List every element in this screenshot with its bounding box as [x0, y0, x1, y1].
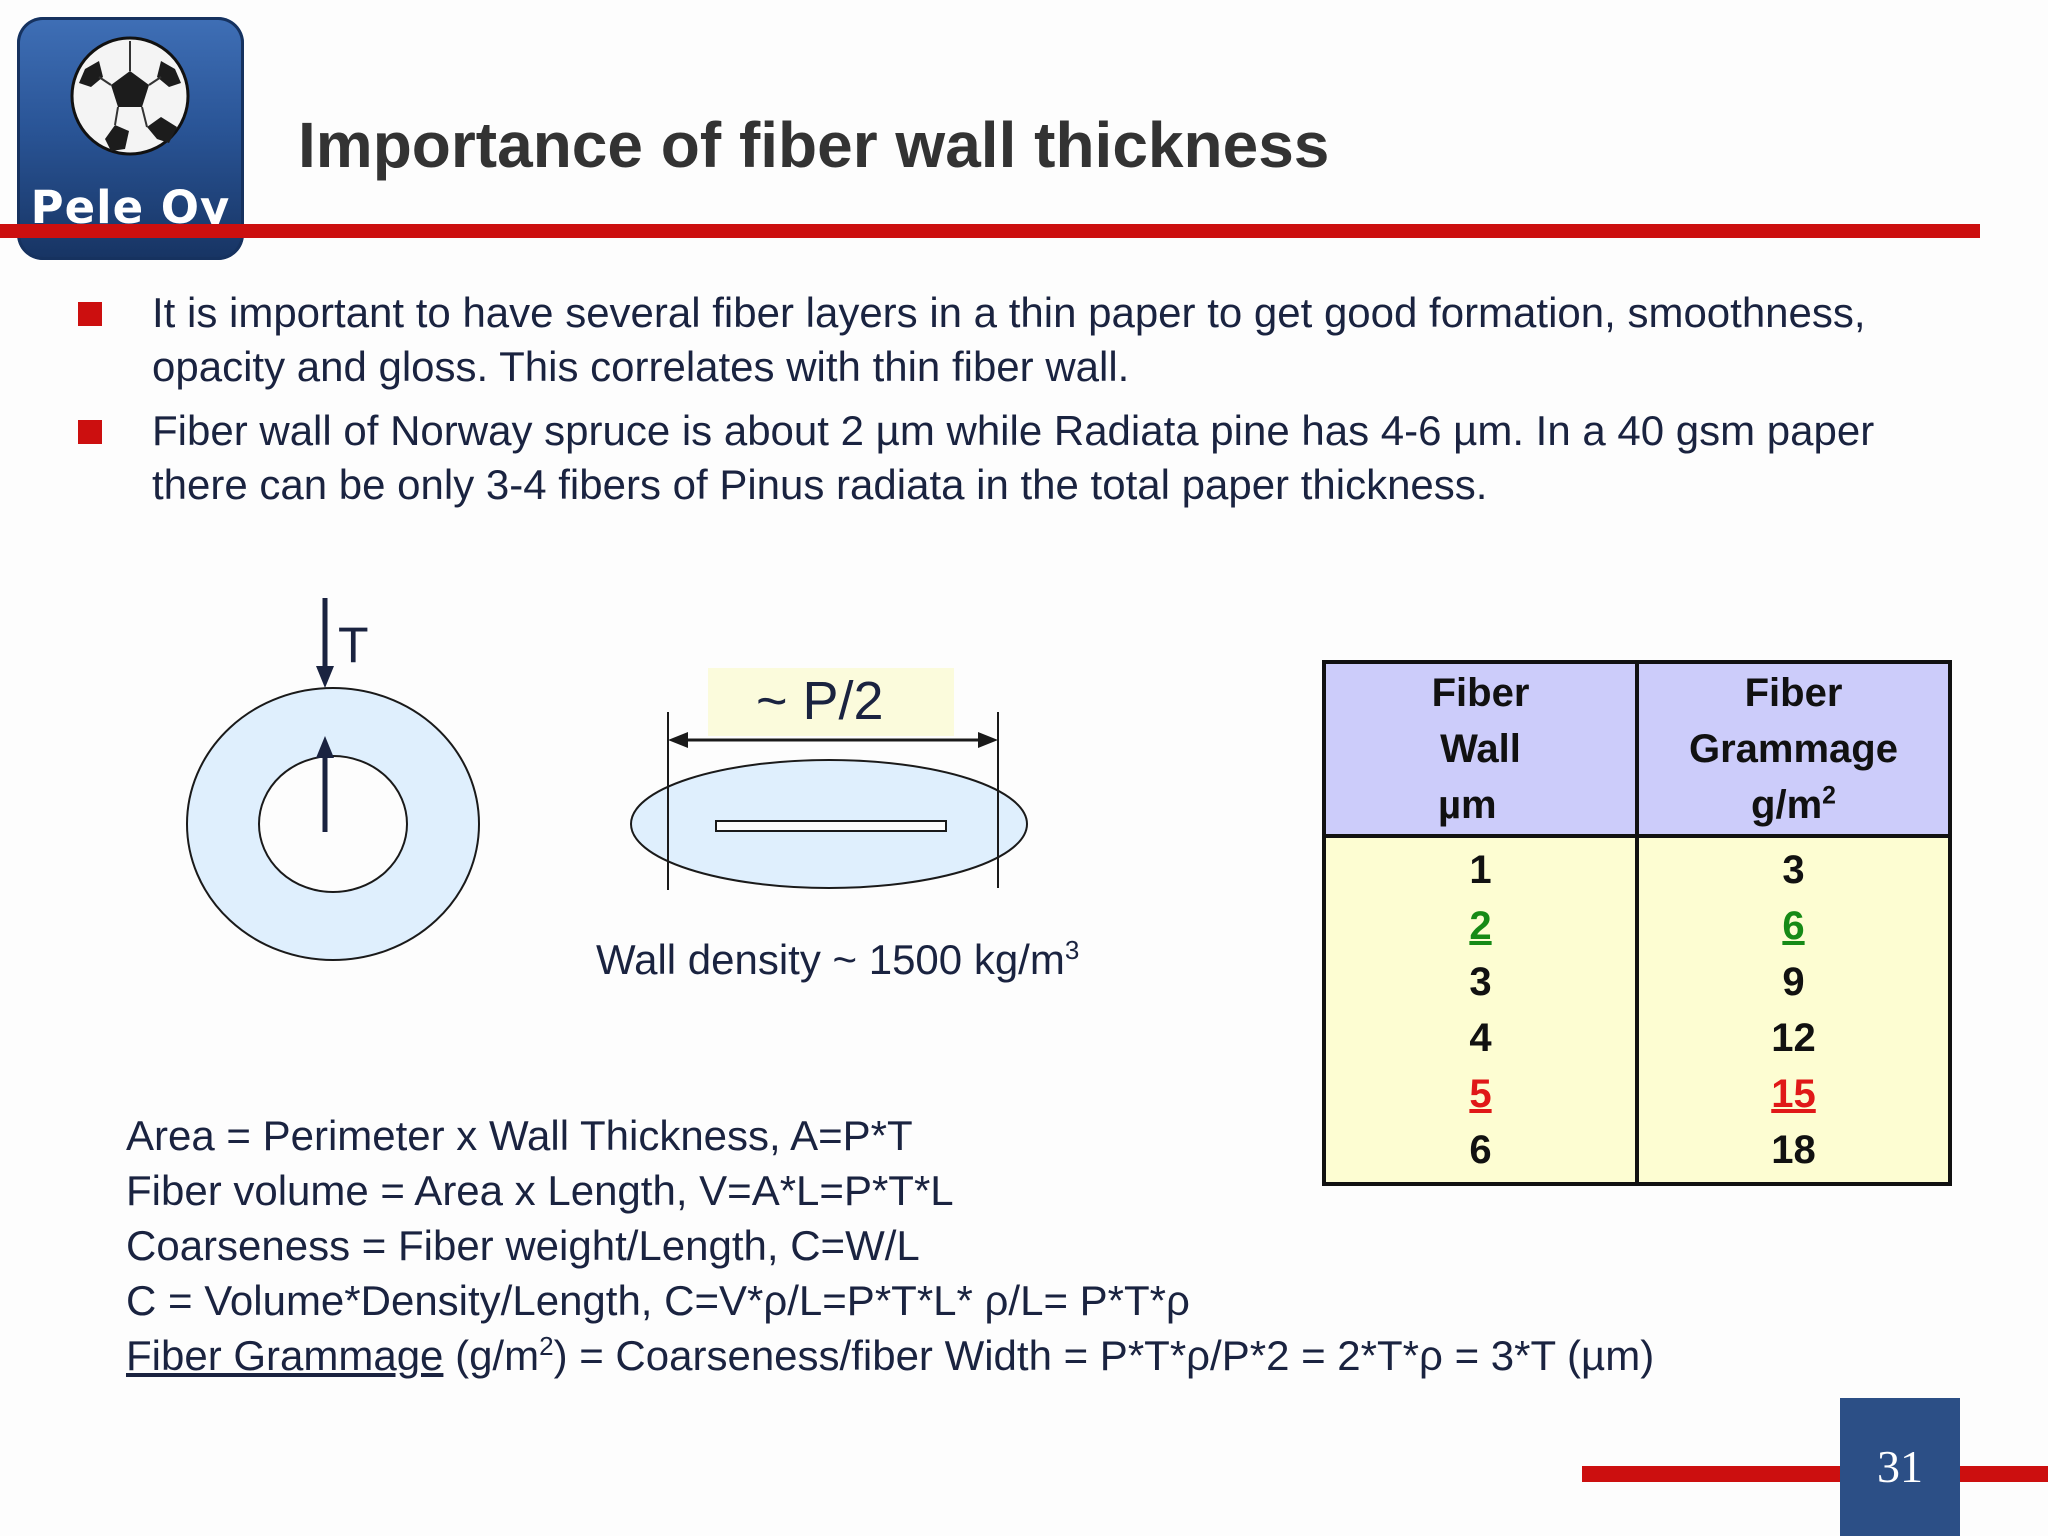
bullet-list: It is important to have several fiber la…	[70, 286, 1970, 522]
wall-cell: 5	[1322, 1066, 1639, 1122]
fiber-wall-grammage-table: Fiber Wall µm Fiber Grammage g/m2 1 3 2 …	[1322, 660, 1952, 1186]
thickness-label: T	[338, 617, 369, 673]
table-row: 3 9	[1322, 954, 1952, 1010]
half-perimeter-label: ~ P/2	[756, 671, 884, 731]
arrow-down-icon	[316, 666, 334, 688]
table-row: 1 3	[1322, 836, 1952, 898]
half-perimeter-label-bg	[708, 668, 954, 736]
grammage-cell: 3	[1635, 836, 1952, 898]
table-row: 2 6	[1322, 898, 1952, 954]
wall-cell: 2	[1322, 898, 1639, 954]
slide-title: Importance of fiber wall thickness	[298, 109, 1330, 181]
wall-cell: 6	[1322, 1122, 1639, 1184]
formula-coarseness: Coarseness = Fiber weight/Length, C=W/L	[126, 1222, 920, 1269]
wall-cell: 3	[1322, 954, 1639, 1010]
arrow-up-icon	[316, 736, 334, 758]
soccer-ball-icon	[70, 36, 190, 156]
table-row: 4 12	[1322, 1010, 1952, 1066]
wall-cell: 1	[1322, 836, 1639, 898]
collapsed-lumen	[715, 820, 947, 832]
formula-block: Area = Perimeter x Wall Thickness, A=P*T…	[126, 1108, 1654, 1383]
formula-grammage: Fiber Grammage (g/m2) = Coarseness/fiber…	[126, 1331, 1655, 1379]
table-row: 6 18	[1322, 1122, 1952, 1184]
formula-area: Area = Perimeter x Wall Thickness, A=P*T	[126, 1112, 913, 1159]
bullet-text: Fiber wall of Norway spruce is about 2 µ…	[152, 407, 1875, 508]
grammage-cell: 9	[1635, 954, 1952, 1010]
arrow-right-icon	[978, 732, 998, 748]
wall-cell: 4	[1322, 1010, 1639, 1066]
bullet-square-icon	[78, 302, 102, 326]
grammage-cell: 6	[1635, 898, 1952, 954]
company-logo: Pele Oy	[17, 17, 244, 260]
grammage-cell: 18	[1635, 1122, 1952, 1184]
fiber-diagram	[186, 598, 1028, 961]
grammage-cell: 15	[1635, 1066, 1952, 1122]
page-number: 31	[1877, 1441, 1923, 1492]
bullet-item: Fiber wall of Norway spruce is about 2 µ…	[70, 404, 1970, 512]
footer-divider	[1582, 1466, 2048, 1482]
grammage-cell: 12	[1635, 1010, 1952, 1066]
title-divider	[0, 224, 1980, 238]
header-fiber-grammage: Fiber Grammage g/m2	[1635, 660, 1952, 838]
bullet-item: It is important to have several fiber la…	[70, 286, 1970, 394]
formula-coarseness-density: C = Volume*Density/Length, C=V*ρ/L=P*T*L…	[126, 1277, 1190, 1324]
fiber-lumen	[258, 755, 408, 893]
header-fiber-wall: Fiber Wall µm	[1322, 660, 1639, 838]
formula-volume: Fiber volume = Area x Length, V=A*L=P*T*…	[126, 1167, 954, 1214]
wall-density-label: Wall density ~ 1500 kg/m3	[596, 935, 1080, 983]
bullet-text: It is important to have several fiber la…	[152, 289, 1866, 390]
page-number-box: 31	[1840, 1398, 1960, 1536]
bullet-square-icon	[78, 420, 102, 444]
table-row: 5 15	[1322, 1066, 1952, 1122]
arrow-left-icon	[668, 732, 688, 748]
